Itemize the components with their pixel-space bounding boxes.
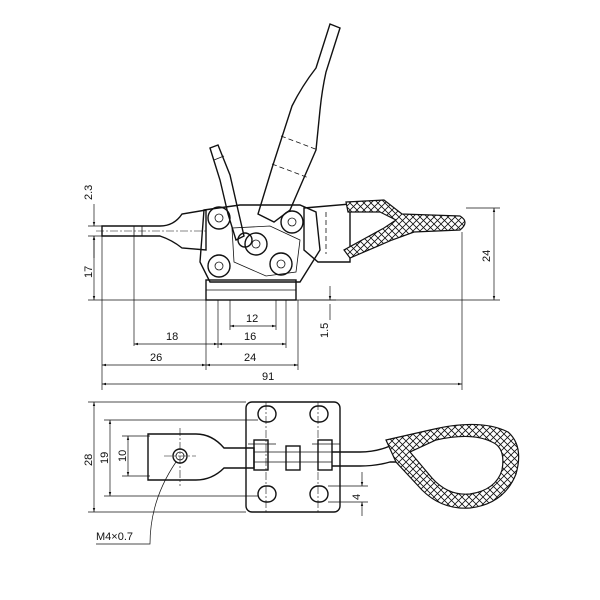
latch-lever-mark [213,155,225,161]
latch-lever [209,144,245,241]
mounting-slots [257,402,329,512]
dim-10-label: 10 [117,450,129,462]
link-plate-outline [231,225,301,277]
dim-2-3-label: 2.3 [83,185,95,200]
handle-break-line-1 [280,135,319,151]
handle-grip-top [343,199,466,259]
dim-26-label: 26 [150,352,162,364]
plan-base-plate [245,401,341,513]
thread-callout-label: M4×0.7 [96,531,133,543]
dim-17-label: 17 [83,266,95,278]
dim-19 [104,419,258,497]
dim-left-vertical [88,204,206,301]
dim-4-label: 4 [351,494,363,500]
plan-handle-grip [385,423,520,509]
dim-91-label: 91 [262,371,274,383]
side-view: 2.3 17 24 1.5 12 [83,23,500,390]
dim-28-label: 28 [83,454,95,466]
dim-24-right-label: 24 [481,250,493,262]
pivot-pins [207,206,304,278]
dim-10 [122,435,150,477]
plan-view: 28 19 10 4 M4×0.7 [83,401,520,545]
spindle-arm [101,209,207,251]
dim-12-label: 12 [246,313,258,325]
dim-18-label: 18 [166,331,178,343]
handle-extension [303,203,351,263]
plan-spindle-arm [147,433,255,481]
dim-16-label: 16 [244,331,256,343]
dim-28 [88,401,246,513]
dim-1-5 [296,286,336,320]
dim-24-bottom-label: 24 [244,352,256,364]
body-plate [199,204,321,283]
plan-pivot-pins [248,439,340,471]
thread-leader [96,461,177,545]
dim-4 [328,472,368,516]
handle-break-line-2 [271,163,310,179]
handle-bar [257,23,341,223]
dim-19-label: 19 [99,452,111,464]
dim-1-5-label: 1.5 [319,323,331,338]
dim-extension-lines [101,232,463,390]
